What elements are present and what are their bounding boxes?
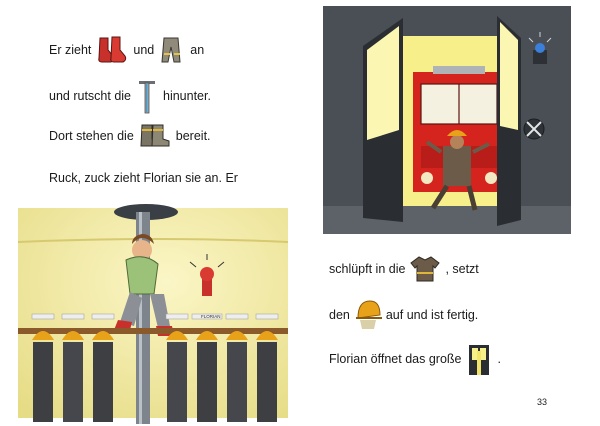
text-line-7: Florian öffnet das große . [329, 341, 501, 377]
trousers-icon [161, 37, 181, 63]
text-line-4: Ruck, zuck zieht Florian sie an. Er [49, 171, 238, 185]
text-line-5: schlüpft in die , setzt [329, 255, 479, 283]
page-number: 33 [537, 397, 548, 407]
alarm-light-icon [189, 254, 225, 296]
garage-illustration [323, 6, 571, 234]
text-line-3: Dort stehen die bereit. [49, 122, 211, 150]
text-fragment: Ruck, zuck zieht Florian sie an. Er [49, 171, 238, 185]
text-fragment: Dort stehen die [49, 129, 134, 143]
socks-icon [98, 36, 127, 63]
no-parking-sign-icon [523, 118, 545, 140]
text-fragment: hinunter. [163, 89, 211, 103]
blue-light-icon [528, 32, 552, 64]
florian-figure [114, 234, 174, 336]
text-line-1: Er zieht und an [49, 36, 204, 64]
text-fragment: Er zieht [49, 43, 92, 57]
fire-pole-icon [139, 81, 155, 114]
boots-icon [140, 124, 170, 147]
fireman-figure [425, 130, 490, 211]
text-fragment: schlüpft in die [329, 262, 406, 276]
text-line-2: und rutscht die hinunter. [49, 78, 211, 114]
text-fragment: , setzt [445, 262, 479, 276]
text-fragment: . [497, 352, 501, 366]
text-fragment: Florian öffnet das große [329, 352, 462, 366]
door-icon [469, 345, 490, 375]
text-fragment: den [329, 308, 350, 322]
text-line-6: den auf und ist fertig. [329, 298, 478, 332]
text-fragment: und [133, 43, 155, 57]
helmet-row [31, 313, 279, 422]
text-fragment: bereit. [175, 129, 211, 143]
locker-room-illustration: FLORIAN [18, 204, 289, 424]
text-fragment: an [190, 43, 205, 57]
text-fragment: und rutscht die [49, 89, 131, 103]
text-fragment: auf und ist fertig. [385, 308, 479, 322]
hook-label: FLORIAN [201, 314, 221, 319]
jacket-icon [410, 256, 441, 282]
helmet-icon [355, 300, 382, 329]
